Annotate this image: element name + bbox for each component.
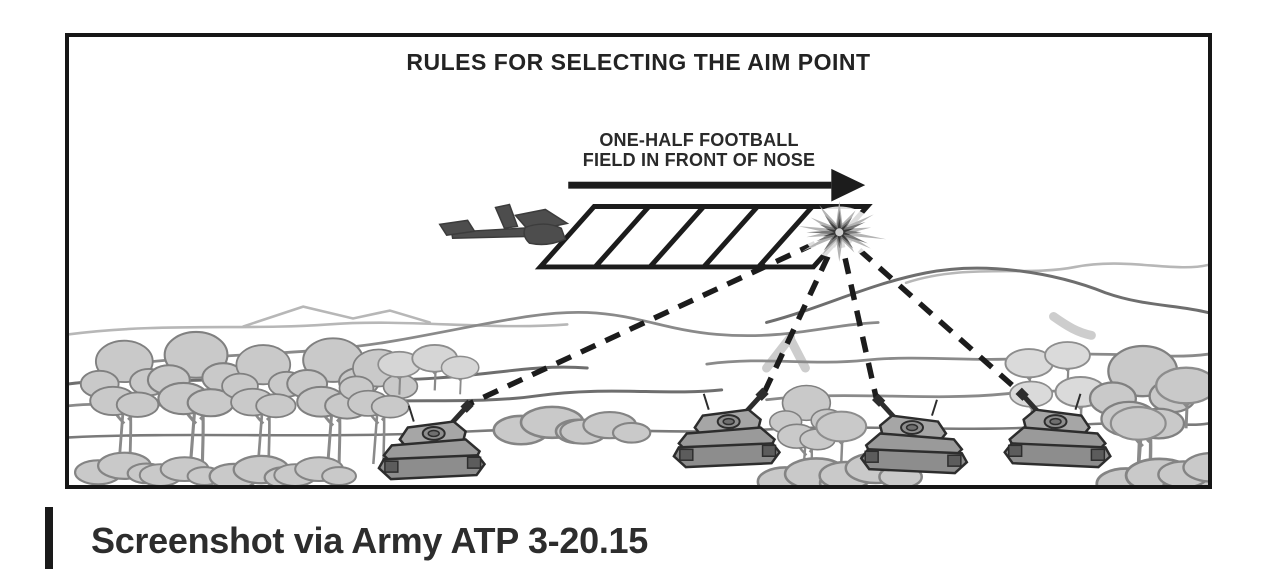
tank-2	[674, 391, 780, 467]
aim-line-tank-3	[836, 231, 879, 399]
aircraft-icon	[438, 203, 570, 246]
ground-targets	[379, 391, 1110, 479]
aim-distance-label-line1: ONE-HALF FOOTBALL	[599, 130, 799, 150]
aim-distance-label: ONE-HALF FOOTBALL FIELD IN FRONT OF NOSE	[549, 130, 849, 170]
caption-accent-bar	[45, 507, 53, 569]
aim-lines	[468, 229, 1022, 407]
lead-direction-arrow	[568, 168, 866, 202]
diagram-frame: RULES FOR SELECTING THE AIM POINT ONE-HA…	[65, 33, 1212, 489]
lead-zone-hatched-parallelogram	[534, 204, 873, 270]
caption-text: Screenshot via Army ATP 3-20.15	[91, 520, 648, 561]
diagram-title: RULES FOR SELECTING THE AIM POINT	[406, 49, 871, 75]
tank-3	[861, 397, 967, 473]
aim-point-burst	[798, 201, 887, 262]
aim-distance-label-line2: FIELD IN FRONT OF NOSE	[582, 150, 816, 170]
burst-shape	[835, 228, 844, 237]
aim-line-tank-2	[762, 231, 842, 393]
aim-line-tank-1	[468, 229, 841, 407]
aim-line-tank-4	[837, 230, 1022, 394]
diagram-art	[69, 168, 1208, 485]
